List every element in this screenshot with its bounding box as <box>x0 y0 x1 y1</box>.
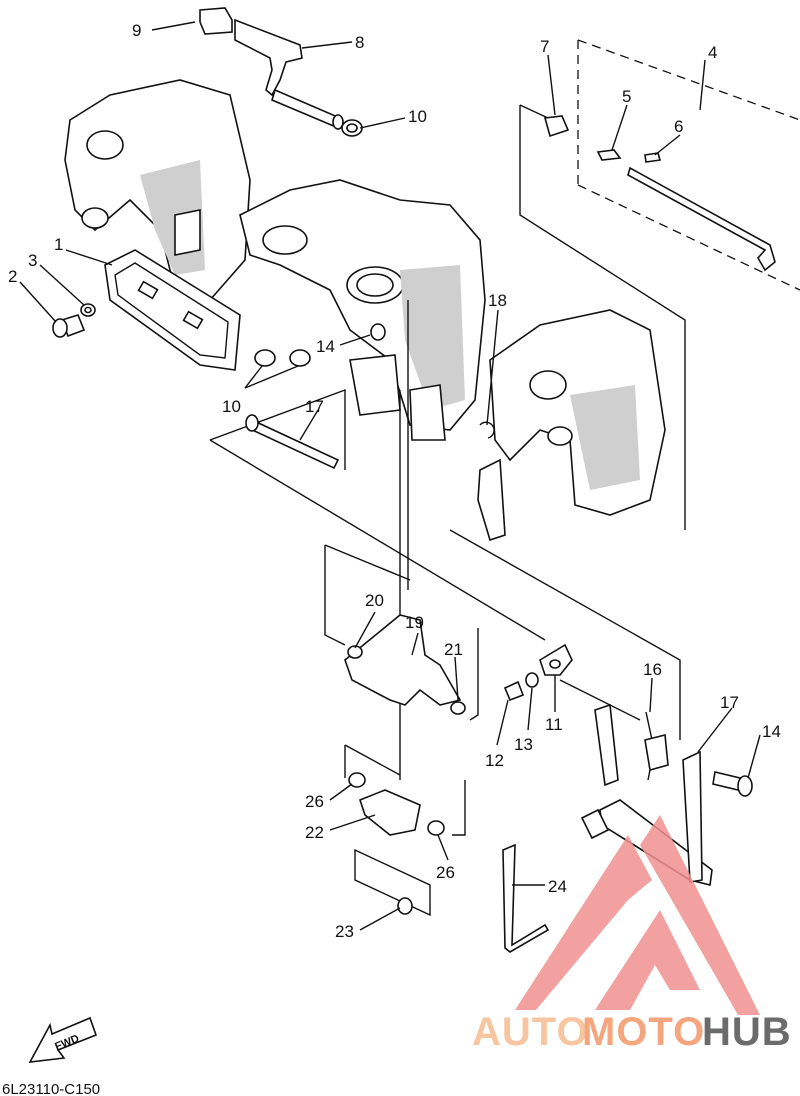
part-lever-17 <box>580 703 713 886</box>
part-bushing-10-pair <box>254 349 311 367</box>
callout-25: 24 <box>548 877 567 896</box>
part-assembly-20 <box>324 544 479 721</box>
callout-10-top: 10 <box>408 107 427 126</box>
callout-5: 5 <box>622 87 631 106</box>
callout-10-pair: 10 <box>222 397 241 416</box>
part-cap-9 <box>199 7 233 35</box>
guide-lines <box>209 300 681 780</box>
part-washer-13 <box>525 672 539 688</box>
callout-8: 8 <box>355 33 364 52</box>
watermark-auto: AUTO <box>472 1010 589 1054</box>
callout-13: 13 <box>514 735 533 754</box>
part-bushing-10-top <box>341 119 363 137</box>
callout-6: 6 <box>674 117 683 136</box>
part-clip-15 <box>370 323 386 341</box>
part-clip-19 <box>479 421 495 439</box>
callout-leaders <box>19 21 761 931</box>
part-bolt-2 <box>52 314 86 338</box>
callout-22: 21 <box>444 640 463 659</box>
callout-14: 14 <box>762 722 781 741</box>
part-pin-18 <box>209 388 346 470</box>
callout-21: 20 <box>365 591 384 610</box>
diagram-code: 6L23110-C150 <box>2 1081 100 1096</box>
callout-24: 23 <box>335 922 354 941</box>
clamp-bracket-right <box>477 309 666 542</box>
forward-arrow-icon: FWD <box>28 1016 98 1063</box>
callout-9: 9 <box>132 21 141 40</box>
callout-17: 17 <box>720 693 739 712</box>
part-rod-25 <box>502 843 550 953</box>
watermark-hub: HUB <box>702 1010 792 1054</box>
callout-2: 2 <box>8 267 17 286</box>
callout-4: 4 <box>708 43 717 62</box>
part-bolt-14 <box>712 771 753 797</box>
callout-18: 17 <box>305 397 324 416</box>
part-assembly-23 <box>344 744 466 917</box>
part-bracket-11 <box>539 643 573 676</box>
callout-16: 16 <box>643 660 662 679</box>
clamp-bracket-left <box>64 79 251 301</box>
callout-11: 11 <box>545 715 563 734</box>
callout-12: 12 <box>485 751 504 770</box>
swivel-bracket <box>239 179 486 441</box>
callout-26-top: 26 <box>305 792 324 811</box>
part-bolt-12 <box>503 680 525 702</box>
part-washer-3 <box>80 303 96 317</box>
callout-19: 18 <box>488 291 507 310</box>
callout-26-bottom: 26 <box>436 863 455 882</box>
callout-1: 1 <box>54 235 63 254</box>
callout-20: 19 <box>405 613 424 632</box>
callout-23: 22 <box>305 823 324 842</box>
callout-15: 14 <box>316 337 335 356</box>
watermark-moto: MOTO <box>582 1010 705 1054</box>
part-spring-16 <box>644 711 669 781</box>
part-plate-1 <box>104 249 241 371</box>
callout-labels: 9 8 7 4 5 6 10 1 3 2 18 14 10 17 20 19 2… <box>8 21 781 941</box>
callout-7: 7 <box>540 37 549 56</box>
watermark-text: AUTO MOTO HUB <box>472 1010 792 1054</box>
watermark-logo <box>515 815 760 1015</box>
part-group-4 <box>519 39 800 530</box>
part-lever-8 <box>234 18 344 130</box>
callout-3: 3 <box>28 251 37 270</box>
